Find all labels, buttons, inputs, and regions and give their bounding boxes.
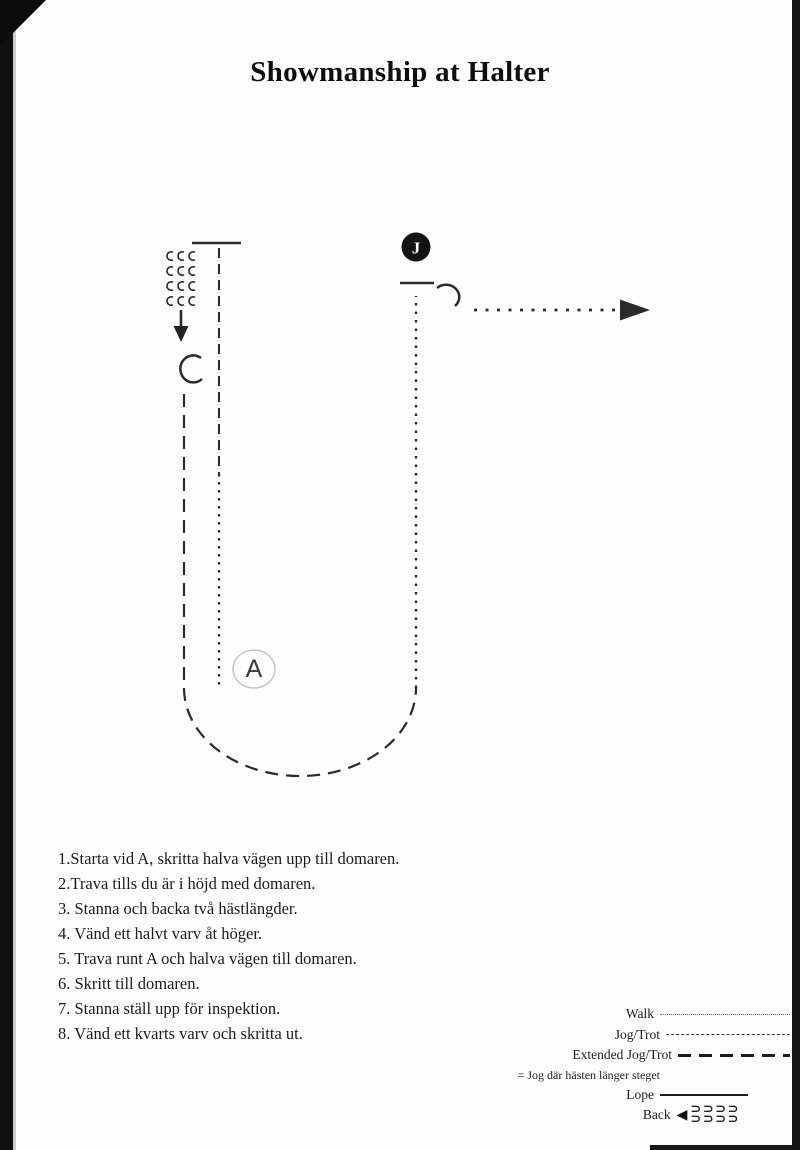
- hoofprint-icon: [188, 280, 196, 292]
- hoofprint-icon: [166, 251, 174, 262]
- back-track-marks: [166, 251, 196, 307]
- hoofprint-icon: [177, 251, 185, 262]
- instruction-item: 6. Skritt till domaren.: [58, 974, 200, 993]
- legend-row-lope: Lope: [445, 1085, 790, 1106]
- hoofprints-icon: ⊃⊃⊃⊃ ⊃⊃⊃⊃: [690, 1102, 740, 1128]
- legend-row-back: Back ◀ ⊃⊃⊃⊃ ⊃⊃⊃⊃: [445, 1102, 790, 1128]
- back-arrow-head-icon: [173, 326, 189, 342]
- exit-arrow-head-icon: [620, 299, 650, 321]
- instruction-item: 2.Trava tills du är i höjd med domaren.: [58, 874, 316, 893]
- legend-row-jog: Jog/Trot: [445, 1025, 790, 1046]
- gait-legend: Walk Jog/Trot Extended Jog/Trot = Jog dä…: [445, 1004, 790, 1126]
- scan-edge-bottom: [650, 1145, 800, 1150]
- legend-row-note: = Jog där hästen länger steget: [445, 1066, 790, 1085]
- legend-label-extended-jog: Extended Jog/Trot: [572, 1047, 672, 1063]
- hoofprints-row: ⊃⊃⊃⊃: [690, 1112, 740, 1128]
- instruction-item: 8. Vänd ett kvarts varv och skritta ut.: [58, 1024, 303, 1043]
- hoofprint-icon: [177, 280, 185, 292]
- page-title: Showmanship at Halter: [250, 56, 550, 88]
- hoofprint-icon: [166, 295, 174, 307]
- legend-label-back: Back: [642, 1107, 671, 1123]
- hoofprint-icon: [166, 280, 174, 292]
- jog-line-sample: [666, 1034, 790, 1036]
- hoofprints-row: ⊃⊃⊃⊃: [690, 1102, 740, 1118]
- legend-row-extended-jog: Extended Jog/Trot: [445, 1045, 790, 1066]
- path-u-turn: [182, 687, 418, 778]
- hoofprint-icon: [188, 295, 196, 307]
- judge-label: J: [412, 239, 421, 258]
- legend-note: = Jog där hästen länger steget: [517, 1067, 660, 1082]
- hoofprint-icon: [188, 251, 196, 262]
- pattern-diagram: J A: [166, 232, 650, 778]
- legend-label-lope: Lope: [626, 1086, 654, 1102]
- instruction-item: 4. Vänd ett halvt varv åt höger.: [58, 924, 263, 943]
- back-arrow-left-icon: ◀: [676, 1107, 688, 1124]
- quarter-turn-mark: [436, 283, 461, 307]
- lope-line-sample: [660, 1093, 748, 1096]
- scan-corner-top-left: [0, 0, 46, 46]
- legend-label-jog: Jog/Trot: [614, 1026, 660, 1042]
- instructions-list: 1.Starta vid A, skritta halva vägen upp …: [58, 846, 399, 1046]
- instruction-item: 5. Trava runt A och halva vägen till dom…: [58, 949, 357, 968]
- scan-edge-right: [792, 0, 800, 1150]
- marker-a-label: A: [246, 655, 263, 683]
- hoofprint-icon: [177, 265, 185, 277]
- scan-edge-left: [0, 0, 16, 1150]
- instruction-item: 3. Stanna och backa två hästlängder.: [58, 899, 298, 918]
- instruction-item: 1.Starta vid A, skritta halva vägen upp …: [58, 849, 400, 868]
- legend-row-walk: Walk: [445, 1004, 790, 1025]
- hoofprint-icon: [177, 295, 185, 307]
- marker-a-circle: [232, 649, 276, 689]
- legend-label-walk: Walk: [625, 1006, 654, 1022]
- walk-line-sample: [660, 1013, 790, 1015]
- extended-jog-line-sample: [678, 1053, 790, 1057]
- back-symbol: ◀ ⊃⊃⊃⊃ ⊃⊃⊃⊃: [676, 1102, 740, 1128]
- half-turn-mark: [179, 354, 203, 384]
- instruction-item: 7. Stanna ställ upp för inspektion.: [58, 999, 281, 1018]
- hoofprint-icon: [166, 265, 174, 277]
- judge-marker: [401, 232, 431, 262]
- hoofprint-icon: [188, 265, 196, 277]
